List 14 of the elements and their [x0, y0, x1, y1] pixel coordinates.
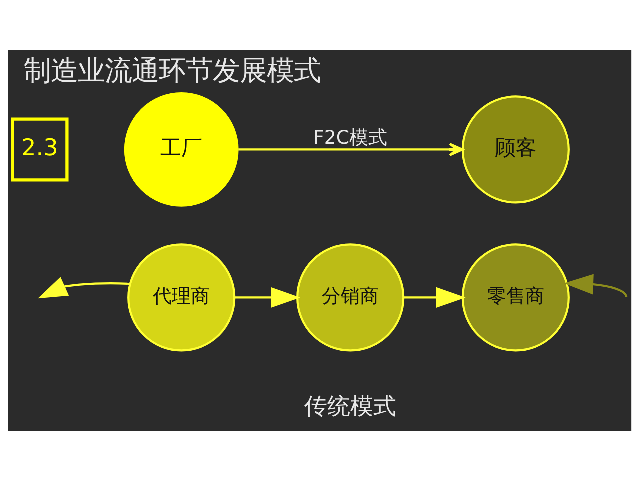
arrow [38, 276, 130, 298]
node-box: 2.3 [11, 117, 69, 182]
node-circle: 工厂 [124, 92, 239, 206]
node-circle: 零售商 [462, 243, 570, 352]
arrow [238, 142, 464, 156]
arrow [564, 274, 628, 298]
arrow [235, 286, 301, 308]
edge-label: F2C模式 [314, 126, 388, 148]
label: 传统模式 [304, 393, 397, 420]
diagram-title: 制造业流通环节发展模式 [24, 56, 322, 87]
node-circle: 顾客 [462, 95, 570, 204]
node-circle: 代理商 [128, 243, 236, 352]
arrow [404, 286, 466, 308]
node-circle: 分销商 [296, 243, 405, 352]
